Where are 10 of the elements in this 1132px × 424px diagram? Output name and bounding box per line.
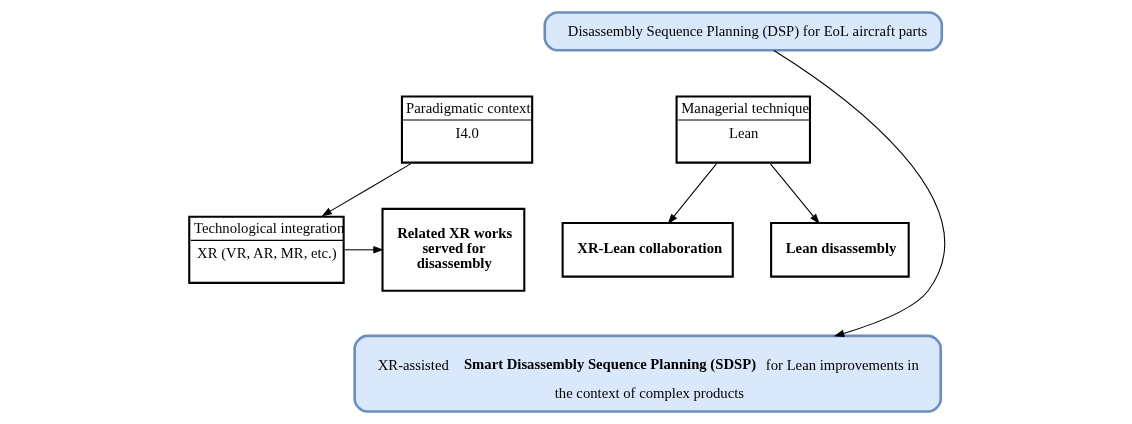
- arrow: [343, 246, 384, 254]
- node-box: Lean disassembly: [769, 222, 910, 278]
- arrow: [320, 163, 411, 217]
- node-box: XR-assisted Smart Disassembly Sequence Planning (SDSP) for Lean improvements in the context of complex products: [352, 334, 942, 413]
- arrow: [667, 163, 717, 225]
- node-box: Disassembly Sequence Planning (DSP) for EoL aircraft parts: [542, 11, 943, 52]
- arrow: [772, 49, 945, 337]
- arrow: [769, 163, 820, 225]
- node-box: Related XR works served for disassembly: [380, 207, 525, 292]
- node-box: XR-Lean collaboration: [561, 222, 734, 278]
